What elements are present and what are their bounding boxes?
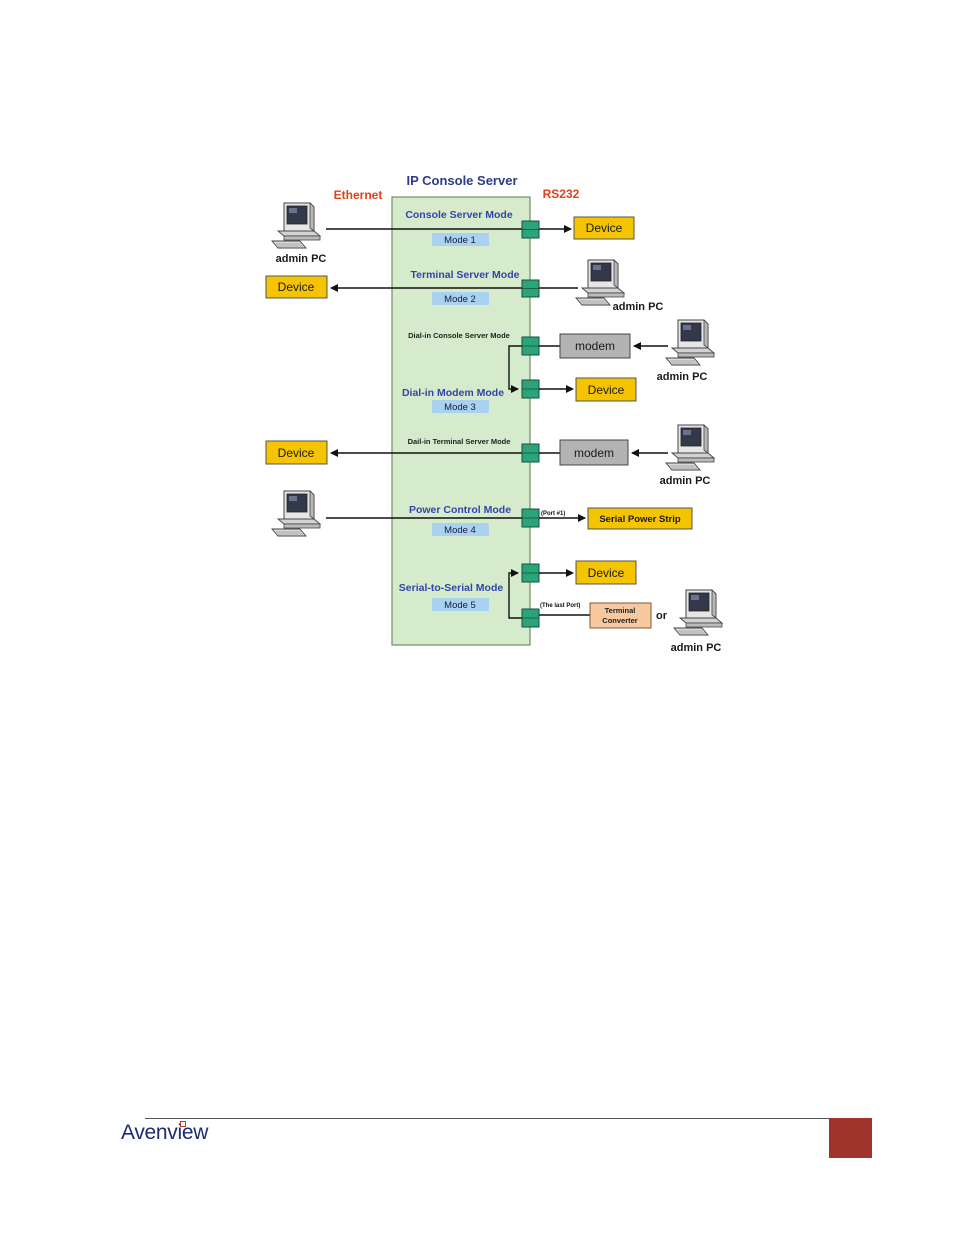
footer-rule (145, 1118, 830, 1119)
port1-label: (Port #1) (541, 511, 565, 517)
mode4-badge (432, 523, 489, 536)
modem-label: modem (575, 339, 615, 353)
mode5-label: Mode 5 (444, 600, 476, 611)
terminal-converter-box (589, 602, 652, 629)
serial-power-strip-box (587, 507, 693, 530)
mode1-badge (432, 233, 489, 246)
admin-pc-label: admin PC (671, 642, 722, 654)
rs232-label: RS232 (543, 187, 580, 201)
diagram-title: IP Console Server (406, 173, 517, 188)
device-box (575, 377, 637, 402)
modem-box (559, 333, 631, 359)
dialin-modem-mode-label: Dial-in Modem Mode (402, 387, 504, 399)
device-box (575, 560, 637, 585)
mode5-badge (432, 598, 489, 611)
dialin-terminal-server-label: Dail-in Terminal Server Mode (408, 437, 511, 446)
console-server-mode-label: Console Server Mode (405, 209, 513, 221)
power-control-mode-label: Power Control Mode (409, 504, 511, 516)
admin-pc-icon (575, 259, 625, 306)
pc-icon (271, 490, 321, 537)
last-port-label: (The last Port) (540, 603, 580, 609)
connection-line (508, 345, 522, 393)
mode3-label: Mode 3 (444, 402, 476, 413)
modem-box (559, 439, 629, 466)
mode3-badge (432, 400, 489, 413)
terminal-label: Terminal (605, 606, 636, 615)
mode1-label: Mode 1 (444, 235, 476, 246)
serial-to-serial-mode-label: Serial-to-Serial Mode (399, 582, 504, 594)
mode2-label: Mode 2 (444, 294, 476, 305)
converter-label: Converter (602, 616, 638, 625)
avenview-logo: Avenview (121, 1121, 209, 1144)
device-box (265, 440, 328, 465)
device-label: Device (588, 566, 625, 580)
device-box (265, 275, 328, 299)
or-label: or (656, 610, 668, 622)
admin-pc-label: admin PC (613, 301, 664, 313)
connection-line (508, 569, 522, 619)
modem-label: modem (574, 446, 614, 460)
admin-pc-icon (673, 589, 723, 636)
dialin-console-server-label: Dial-in Console Server Mode (408, 331, 510, 340)
page-number-box (829, 1118, 872, 1158)
device-label: Device (586, 221, 623, 235)
logo-mark (180, 1121, 186, 1127)
admin-pc-label: admin PC (657, 371, 708, 383)
device-label: Device (588, 383, 625, 397)
admin-pc-icon (665, 424, 715, 471)
mode2-badge (432, 292, 489, 305)
ethernet-label: Ethernet (334, 188, 383, 202)
device-box (573, 216, 635, 240)
admin-pc-icon (665, 319, 715, 366)
console-server-box (391, 196, 531, 646)
device-label: Device (278, 280, 315, 294)
device-label: Device (278, 446, 315, 460)
admin-pc-label: admin PC (276, 253, 327, 265)
serial-power-strip-label: Serial Power Strip (599, 514, 681, 525)
admin-pc-label: admin PC (660, 475, 711, 487)
admin-pc-icon (271, 202, 321, 249)
terminal-server-mode-label: Terminal Server Mode (411, 269, 520, 281)
mode4-label: Mode 4 (444, 525, 476, 536)
